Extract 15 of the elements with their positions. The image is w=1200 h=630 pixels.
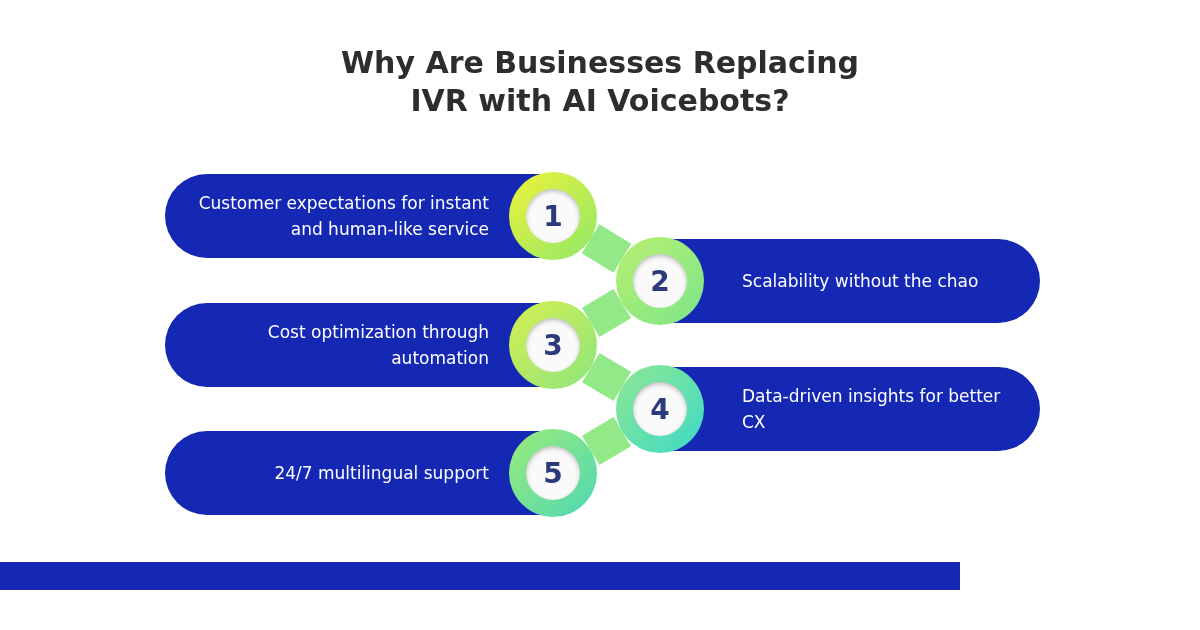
reason-text: Customer expectations for instant and human-like service — [197, 192, 489, 241]
reason-text: Scalability without the chao — [742, 270, 979, 293]
title: Why Are Businesses Replacing IVR with AI Voicebots? — [340, 44, 860, 120]
chain-link — [582, 353, 631, 401]
chain-link — [581, 224, 632, 273]
step-number: 2 — [633, 254, 687, 308]
step-number: 3 — [526, 318, 580, 372]
chain-link — [582, 289, 631, 337]
reason-text: Data-driven insights for better CX — [742, 385, 1002, 434]
step-number: 4 — [633, 382, 687, 436]
step-number: 5 — [526, 446, 580, 500]
reason-text: Cost optimization through automation — [266, 321, 489, 370]
reason-text: 24/7 multilingual support — [274, 462, 489, 485]
chain-link — [582, 417, 631, 465]
step-number: 1 — [526, 189, 580, 243]
